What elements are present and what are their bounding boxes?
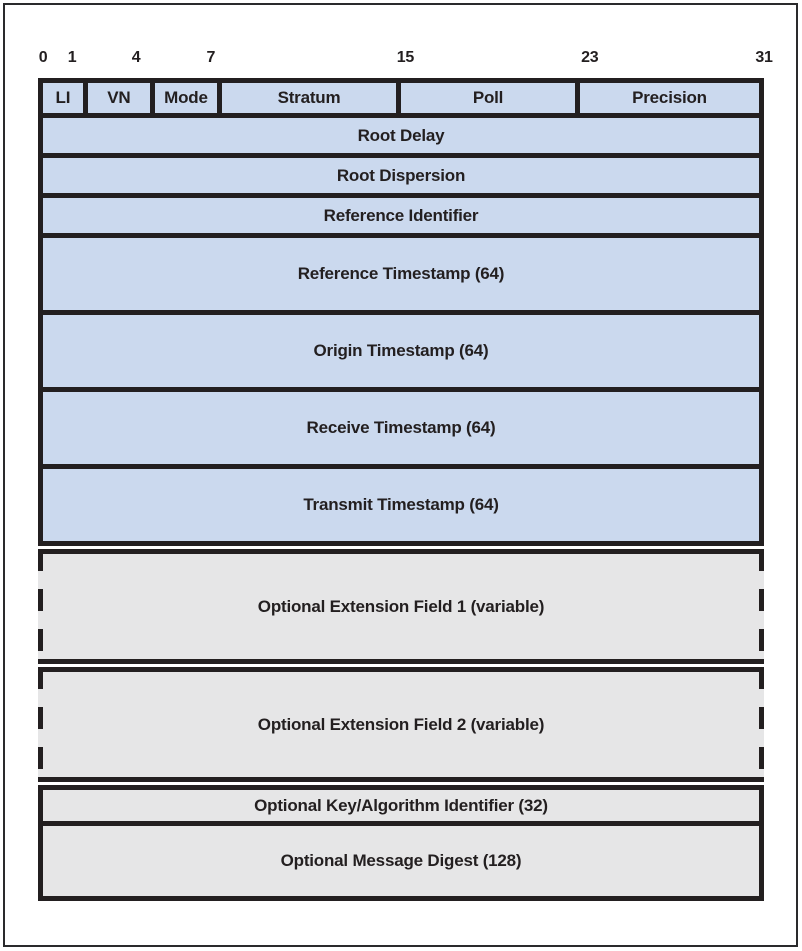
packet-row: Reference Identifier: [38, 193, 764, 238]
bit-label: 23: [581, 49, 599, 66]
packet-row: Optional Key/Algorithm Identifier (32): [38, 785, 764, 826]
packet-row-label: Root Dispersion: [336, 165, 466, 185]
header-fields-row: LI VN Mode Stratum Poll Precision: [38, 78, 764, 118]
packet-row-label: Reference Identifier: [323, 205, 479, 225]
field-cell-poll: Poll: [401, 83, 580, 113]
packet-row: Transmit Timestamp (64): [38, 464, 764, 546]
packet-row-label: Optional Key/Algorithm Identifier (32): [254, 795, 548, 815]
field-cell-mode: Mode: [154, 83, 222, 113]
packet-row-label: Optional Message Digest (128): [280, 851, 522, 870]
field-label: Stratum: [277, 88, 341, 107]
bit-label: 4: [131, 49, 141, 66]
packet-row-label: Receive Timestamp (64): [306, 418, 496, 437]
field-cell-stratum: Stratum: [222, 83, 401, 113]
field-label: LI: [55, 88, 71, 107]
field-label: Mode: [164, 88, 208, 107]
packet-row: Receive Timestamp (64): [38, 387, 764, 469]
packet-row: Optional Extension Field 2 (variable): [38, 667, 764, 782]
bit-label: 7: [206, 49, 216, 66]
packet-row-label: Origin Timestamp (64): [313, 341, 489, 360]
field-cell-precision: Precision: [580, 83, 759, 113]
packet-row: Optional Extension Field 1 (variable): [38, 549, 764, 664]
packet-row-label: Transmit Timestamp (64): [303, 495, 499, 514]
field-cell-vn: VN: [87, 83, 155, 113]
bit-ruler: 0 1 4 7 15 23 31: [38, 46, 773, 66]
field-cell-li: LI: [43, 83, 88, 113]
bit-label: 31: [755, 49, 773, 66]
packet-row-label: Root Delay: [357, 125, 445, 145]
packet-row-label: Reference Timestamp (64): [297, 264, 505, 283]
packet-row: Root Dispersion: [38, 153, 764, 198]
field-label: VN: [107, 88, 131, 107]
packet-row: Reference Timestamp (64): [38, 233, 764, 315]
packet-row-label: Optional Extension Field 1 (variable): [257, 596, 545, 616]
bit-label: 1: [67, 49, 77, 66]
field-label: Poll: [472, 88, 504, 107]
field-label: Precision: [632, 88, 707, 107]
packet-row: Root Delay: [38, 113, 764, 158]
bit-label: 0: [38, 49, 48, 66]
bit-label: 15: [396, 49, 415, 66]
packet-row: Optional Message Digest (128): [38, 821, 764, 901]
packet-row-label: Optional Extension Field 2 (variable): [257, 714, 545, 734]
packet-row: Origin Timestamp (64): [38, 310, 764, 392]
